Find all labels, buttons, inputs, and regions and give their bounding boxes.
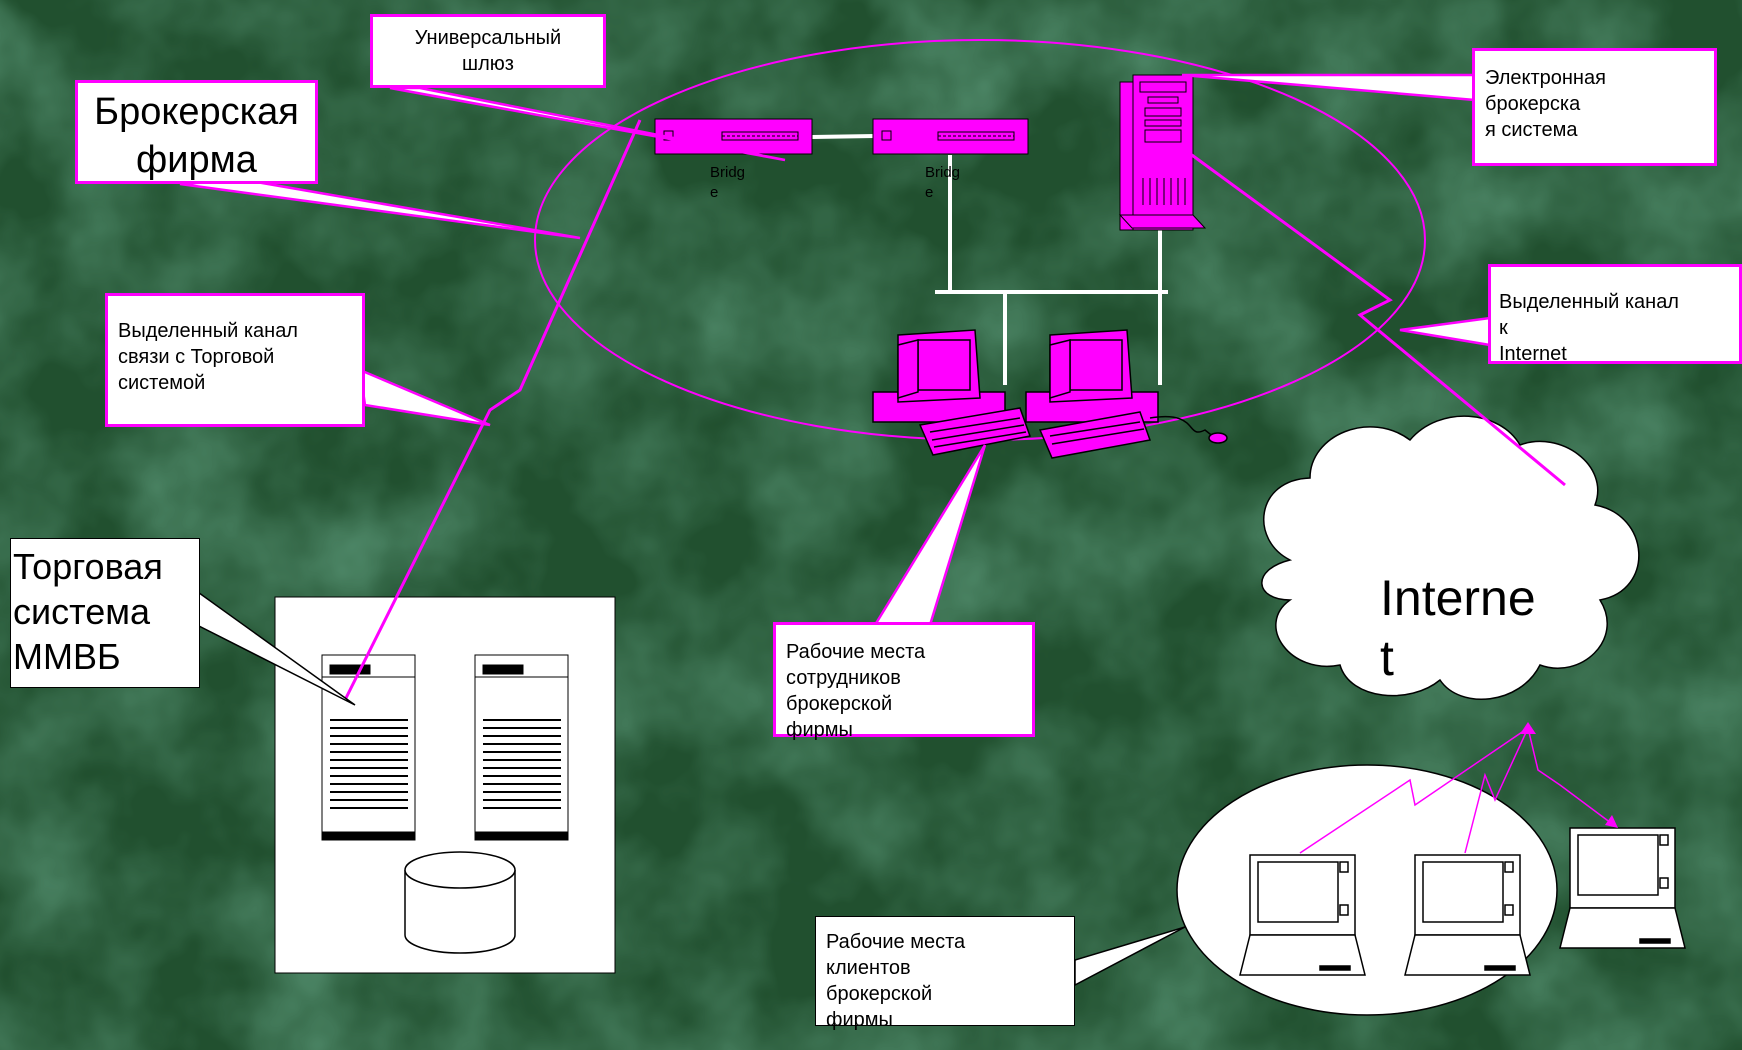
internet-label: Interne t — [1380, 570, 1536, 686]
laptop-icon — [1239, 854, 1366, 976]
server-rack-icon — [321, 654, 416, 841]
lan-lines — [811, 134, 1168, 385]
electronic-system-callout: Электронная брокерска я система — [1472, 48, 1717, 166]
server-rack-icon — [474, 654, 569, 841]
client-link-3 — [1527, 727, 1616, 827]
desktop-computer-icon — [1025, 329, 1228, 459]
trade-system-callout: Торговая система ММВБ — [10, 538, 200, 688]
dedicated-link-internet — [1184, 148, 1566, 487]
trade-system-servers — [274, 596, 616, 974]
database-icon — [404, 851, 516, 954]
desktop-computer-icon — [872, 329, 1031, 456]
callout-pointers — [179, 73, 1492, 627]
laptop-icon — [1559, 827, 1686, 949]
laptop-icon — [1404, 854, 1531, 976]
client-link-1 — [1299, 727, 1529, 854]
bridge-icon — [872, 118, 1029, 155]
employee-workplaces-callout: Рабочие места сотрудников брокерской фир… — [773, 622, 1035, 741]
dedicated-internet-callout: Выделенный канал к Internet — [1488, 264, 1742, 365]
cloud-icon — [1261, 415, 1640, 701]
universal-gateway-callout: Универсальный шлюз — [370, 14, 606, 88]
bridge-label: Bridg e — [925, 164, 961, 201]
broker-firm-boundary — [534, 39, 1426, 441]
broker-firm-callout: Брокерская фирма — [75, 80, 318, 184]
client-workplaces-callout: Рабочие места клиентов брокерской фирмы — [815, 916, 1075, 1031]
client-link-2 — [1464, 727, 1529, 854]
dedicated-trade-callout: Выделенный канал связи с Торговой систем… — [105, 293, 365, 427]
bridge-label: Bridg e — [710, 164, 746, 201]
tower-server-icon — [1118, 74, 1207, 231]
dedicated-link-trade — [343, 119, 642, 701]
